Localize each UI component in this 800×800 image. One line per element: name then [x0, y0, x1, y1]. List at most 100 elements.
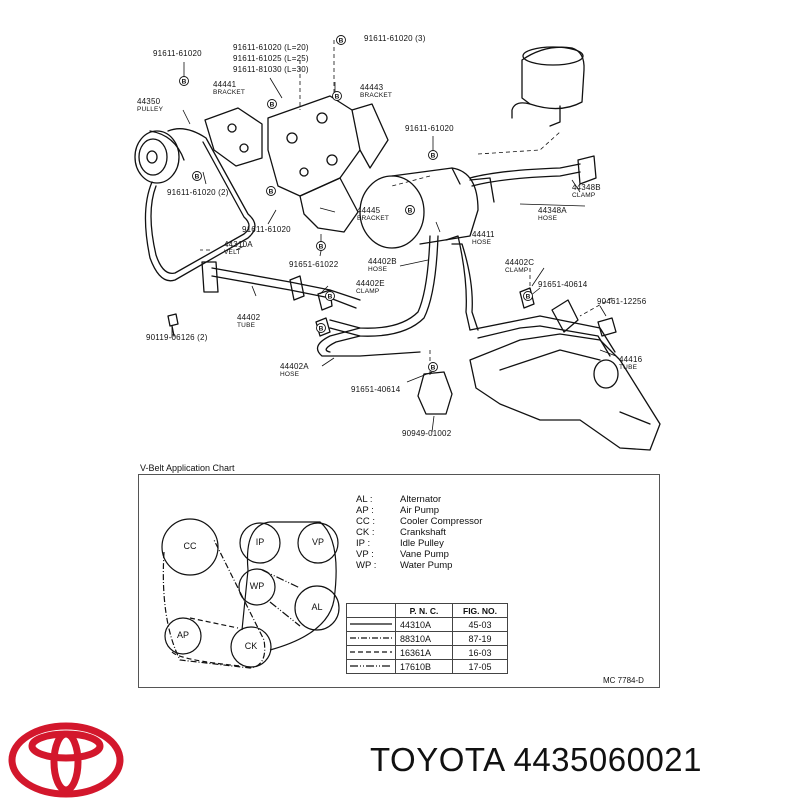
part-code: 91611-61020 [242, 225, 291, 234]
legend-row: CC :Cooler Compressor [356, 516, 482, 527]
part-name: CLAMP [572, 192, 596, 199]
legend-row: AP :Air Pump [356, 505, 482, 516]
part-name: BRACKET [357, 215, 390, 222]
belt-line-sample [346, 617, 396, 632]
table-cell-fig: 45-03 [452, 617, 508, 632]
part-code: 44416 [619, 355, 643, 364]
part-name: HOSE [280, 371, 300, 378]
pulley-shape [134, 130, 185, 184]
part-label-p17: 91651-61022 [289, 261, 338, 269]
table-cell-pnc: 88310A [395, 631, 453, 646]
svg-text:B: B [431, 153, 436, 160]
part-code: 44441 [213, 80, 237, 89]
pulley-label-vp: VP [311, 537, 324, 547]
part-label-p14: 91611-61020 [242, 226, 291, 234]
legend-abbr: AL : [356, 494, 373, 505]
belt-line-sample [346, 631, 396, 646]
pulley-ap [164, 617, 202, 655]
brand-part-number: TOYOTA 4435060021 [370, 741, 703, 778]
v-belt-routing-diagram [161, 518, 340, 669]
pulley-ip [239, 522, 281, 564]
bolt-callout-2: B [336, 35, 346, 45]
svg-text:B: B [182, 79, 187, 86]
part-name: BRACKET [360, 92, 393, 99]
bracket-44443-shape [267, 95, 389, 197]
part-code: 90949-01002 [402, 429, 452, 438]
part-code: 44310A [224, 240, 253, 249]
part-code: 91611-61020 (3) [364, 34, 426, 43]
pulley-label-al: AL [311, 602, 323, 612]
legend-abbr: IP : [356, 538, 371, 549]
part-code: 44402C [505, 258, 535, 267]
pulley-vp [297, 522, 339, 564]
part-label-p28: 90949-01002 [402, 430, 451, 438]
bolt-callout-1: B [267, 99, 277, 109]
belt-line-4 [261, 569, 301, 627]
svg-text:B: B [269, 189, 274, 196]
legend-name: Water Pump [400, 560, 453, 571]
part-code: 91611-61020 (2) [167, 188, 229, 197]
belt-line-sample [346, 645, 396, 660]
svg-text:B: B [319, 326, 324, 333]
bolt-callout-9: B [428, 362, 438, 372]
part-code: 91651-40614 [538, 280, 588, 289]
pulley-label-wp: WP [249, 581, 265, 591]
legend-abbr: AP : [356, 505, 374, 516]
pulley-label-cc: CC [183, 541, 197, 551]
belt-line-2 [162, 539, 266, 669]
legend-name: Vane Pump [400, 549, 449, 560]
svg-text:B: B [431, 365, 436, 372]
part-code: 44348A [538, 206, 567, 215]
bolt-callout-12: B [523, 291, 533, 301]
part-label-p1: 91611-61020 [153, 50, 202, 58]
svg-text:B: B [270, 102, 275, 109]
part-code: 91611-81030 (L=30) [233, 65, 309, 74]
part-name: HOSE [368, 266, 388, 273]
part-code: 44445 [357, 206, 381, 215]
v-belt-shape [144, 128, 256, 282]
legend-name: Cooler Compressor [400, 516, 483, 527]
part-name: CLAMP [356, 288, 380, 295]
part-name: TUBE [237, 322, 256, 329]
legend-row: WP :Water Pump [356, 560, 482, 571]
bolt-callout-0: B [179, 76, 189, 86]
pulley-label-ap: AP [176, 630, 189, 640]
part-code: 90461-12256 [597, 297, 647, 306]
legend-row: IP : Idle Pulley [356, 538, 482, 549]
part-code: 91611-61025 (L=25) [233, 54, 309, 63]
part-label-p9: 91611-61020 [405, 125, 454, 133]
svg-text:B: B [319, 244, 324, 251]
part-name: CLAMP [505, 267, 529, 274]
bolt-callout-5: B [192, 171, 202, 181]
part-name: VELT [224, 249, 241, 256]
chart-title: V-Belt Application Chart [140, 463, 235, 473]
table-cell-pnc: 17610B [395, 659, 453, 674]
legend-row: CK :Crankshaft [356, 527, 482, 538]
part-code: 44402E [356, 279, 385, 288]
table-cell-pnc: 44310A [395, 617, 453, 632]
steering-gear-shape [469, 299, 661, 451]
table-header-pnc: P. N. C. [395, 603, 453, 618]
part-code: 90119-06126 (2) [146, 333, 208, 342]
legend-name: Idle Pulley [400, 538, 444, 549]
legend-abbr: VP : [356, 549, 374, 560]
reservoir-shape [511, 46, 585, 127]
svg-text:B: B [339, 38, 344, 45]
table-cell-fig: 17-05 [452, 659, 508, 674]
part-name: PULLEY [137, 106, 164, 113]
table-cell-pnc: 16361A [395, 645, 453, 660]
